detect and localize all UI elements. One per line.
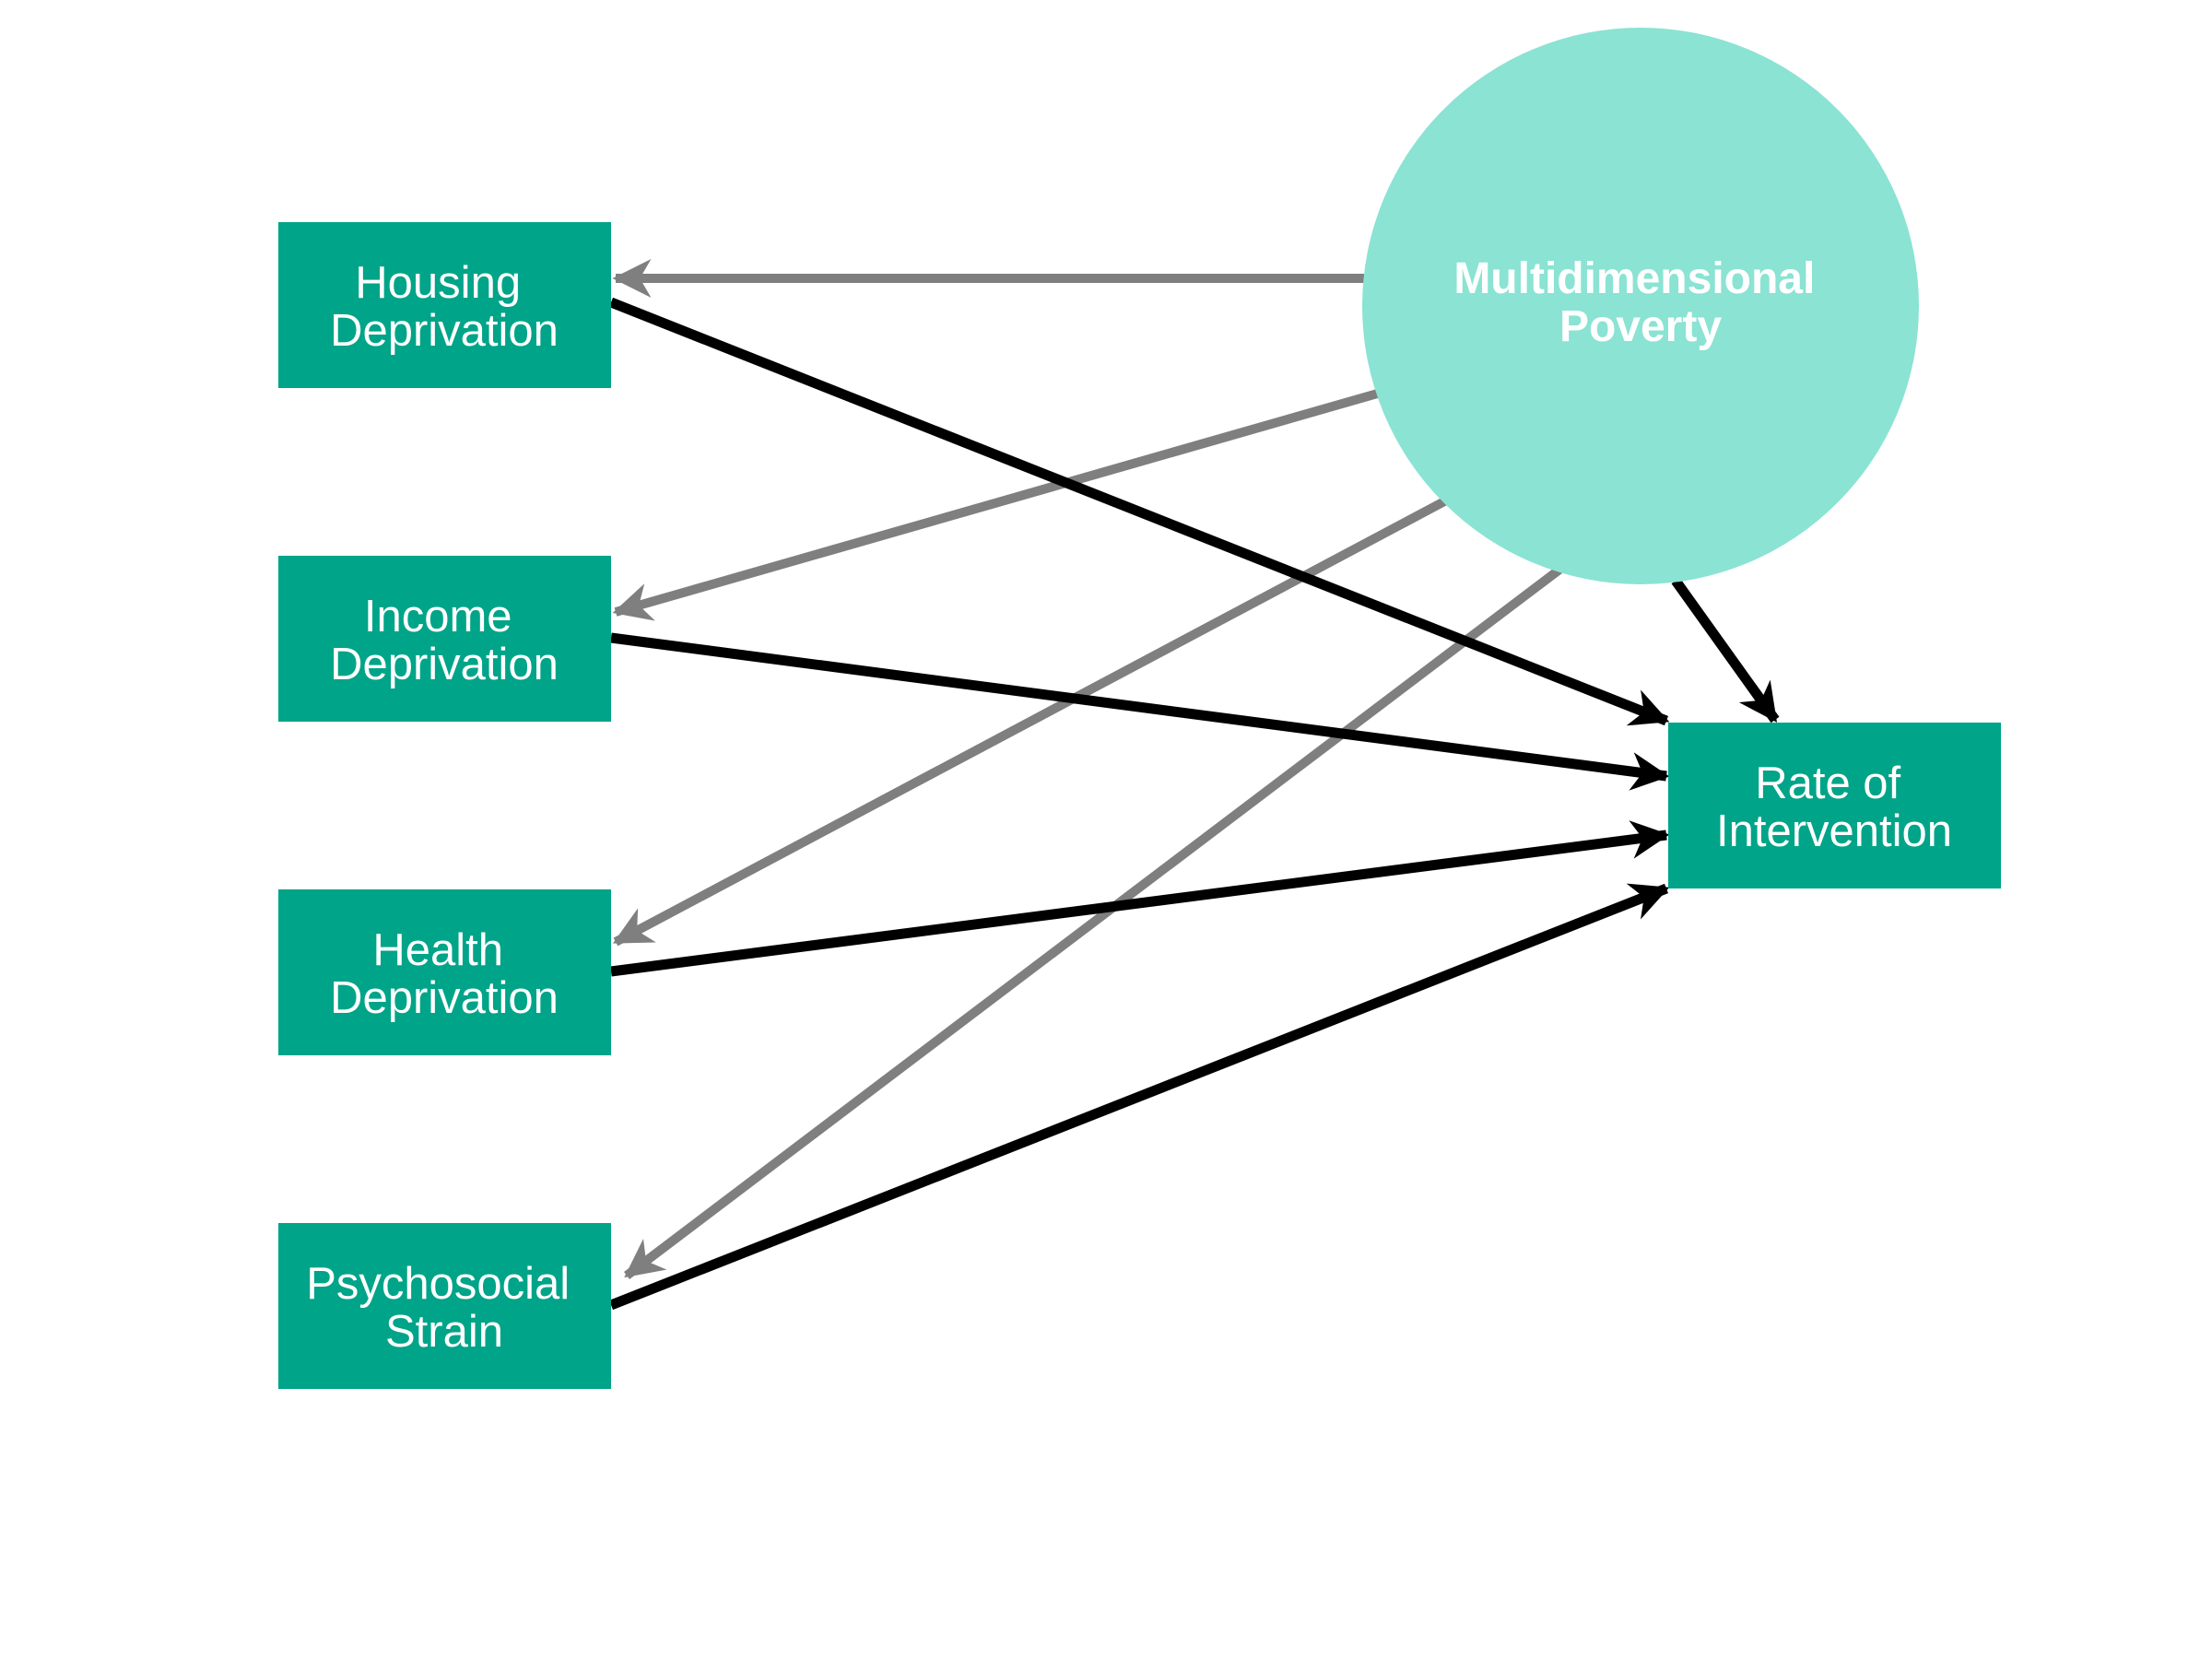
health-label: Health Deprivation [330, 925, 559, 1023]
outcome-label-line-2: Intervention [1716, 806, 1952, 856]
housing-label-line-2: Deprivation [330, 306, 559, 356]
latent-label: Multidimensional Poverty [1453, 254, 1827, 351]
income-box [278, 556, 611, 722]
effect-arrows [608, 297, 1780, 1311]
outcome-box [1668, 723, 2001, 888]
arrow-psychosocial-to-intervention [608, 883, 1670, 1311]
arrow-health-to-intervention [610, 820, 1670, 977]
health-label-line-2: Deprivation [330, 973, 559, 1023]
housing-label-line-1: Housing [355, 258, 521, 308]
outcome-label-line-1: Rate of [1755, 759, 1900, 808]
node-multidimensional-poverty: Multidimensional Poverty [1362, 28, 1919, 584]
node-health-deprivation: Health Deprivation [278, 889, 611, 1055]
health-label-line-1: Health [372, 925, 503, 975]
income-label-line-1: Income [364, 592, 512, 641]
node-housing-deprivation: Housing Deprivation [278, 222, 611, 388]
arrow-poverty-to-intervention [1671, 577, 1780, 724]
income-label-line-2: Deprivation [330, 640, 559, 689]
latent-label-line-2: Poverty [1559, 302, 1722, 351]
income-label: Income Deprivation [330, 592, 559, 689]
arrow-poverty-to-income [612, 388, 1382, 621]
health-box [278, 889, 611, 1055]
psychosocial-box [278, 1223, 611, 1389]
psychosocial-label: Psychosocial Strain [306, 1259, 582, 1357]
housing-label: Housing Deprivation [330, 258, 559, 356]
arrow-poverty-to-psychosocial [623, 566, 1563, 1279]
latent-label-line-1: Multidimensional [1453, 254, 1815, 303]
node-rate-of-intervention: Rate of Intervention [1668, 723, 2001, 888]
arrow-income-to-intervention [610, 632, 1670, 791]
outcome-label: Rate of Intervention [1716, 759, 1952, 856]
node-income-deprivation: Income Deprivation [278, 556, 611, 722]
psychosocial-label-line-1: Psychosocial [306, 1259, 570, 1309]
housing-box [278, 222, 611, 388]
arrow-housing-to-intervention [608, 297, 1670, 726]
latent-circle [1362, 28, 1919, 584]
psychosocial-label-line-2: Strain [385, 1307, 503, 1357]
node-psychosocial-strain: Psychosocial Strain [278, 1223, 611, 1389]
